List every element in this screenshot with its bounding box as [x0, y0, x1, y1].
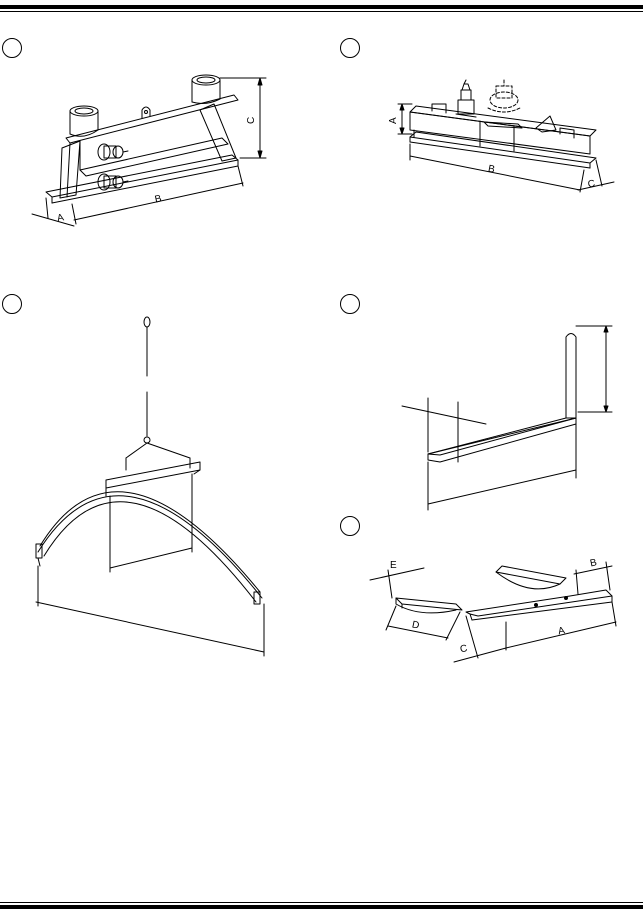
- bottom-rule: [0, 905, 643, 909]
- figure-4-drawing: [401, 325, 613, 511]
- figure-5-badge: [340, 516, 360, 536]
- figure-3-drawing: [35, 316, 265, 657]
- top-rule: [0, 5, 643, 9]
- figure-2-drawing: [397, 79, 615, 193]
- fig5-label-d: D: [411, 619, 420, 631]
- figure-1-drawing: [31, 74, 267, 227]
- bottom-rule-thin: [0, 902, 643, 903]
- figure-3-badge: [2, 294, 22, 314]
- fig2-label-a: A: [388, 117, 399, 124]
- fig5-label-a: A: [557, 625, 566, 637]
- figure-4-badge: [340, 294, 360, 314]
- fig1-label-c: C: [246, 117, 257, 124]
- figure-1-badge: [2, 38, 22, 58]
- fig1-label-a: A: [56, 212, 65, 224]
- fig5-label-e: E: [390, 560, 397, 571]
- fig1-label-b: B: [154, 193, 163, 205]
- top-rule-thin: [0, 11, 643, 12]
- figure-2-badge: [340, 38, 360, 58]
- fig2-label-c: C: [587, 178, 596, 190]
- fig5-label-b: B: [589, 557, 598, 569]
- figure-5-drawing: [369, 561, 617, 663]
- fig2-label-b: B: [487, 164, 496, 176]
- fig5-label-c: C: [459, 643, 468, 655]
